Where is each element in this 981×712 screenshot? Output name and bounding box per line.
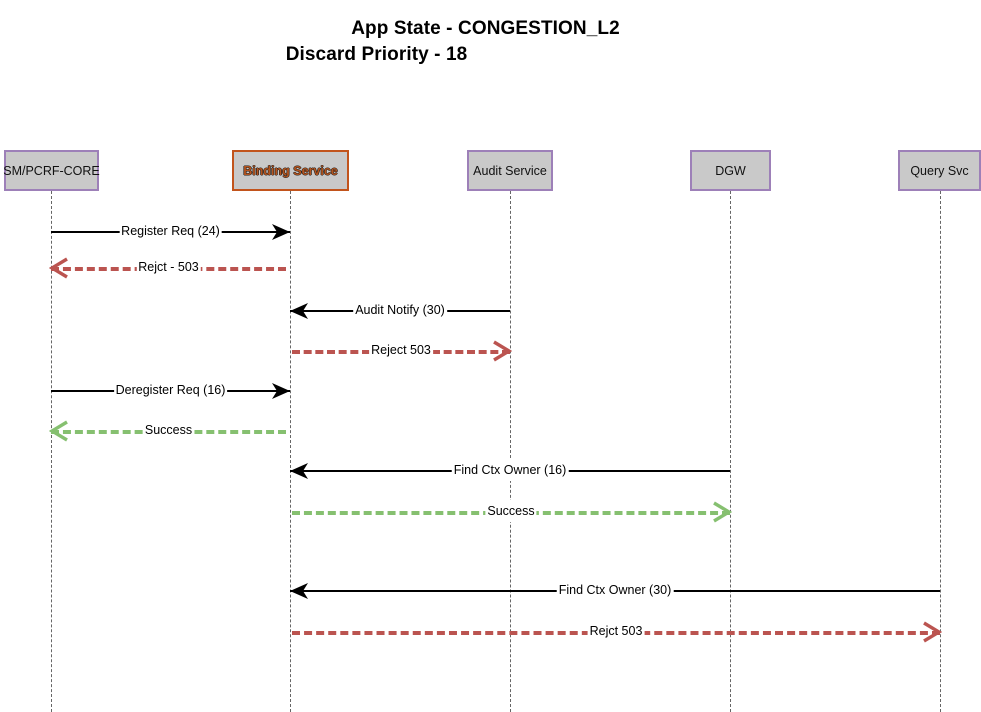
message-rejct-503-to-sm[interactable]: Rejct - 503 — [49, 256, 286, 280]
message-deregister-req[interactable]: Deregister Req (16) — [51, 379, 290, 403]
message-register-req[interactable]: Register Req (24) — [51, 220, 290, 244]
message-reject-503-to-audit[interactable]: Reject 503 — [292, 339, 512, 363]
message-label-audit-notify: Audit Notify (30) — [353, 299, 447, 321]
arrowhead-left-icon — [288, 299, 312, 323]
title-line-1: App State - CONGESTION_L2 — [351, 18, 620, 39]
arrowhead-right-icon — [268, 220, 292, 244]
lifeline-binding-service — [290, 191, 291, 712]
message-audit-notify[interactable]: Audit Notify (30) — [290, 299, 510, 323]
message-find-ctx-owner-30[interactable]: Find Ctx Owner (30) — [290, 579, 940, 603]
arrowhead-right-icon — [268, 379, 292, 403]
arrowhead-left-icon — [49, 419, 73, 443]
message-label-deregister-req: Deregister Req (16) — [113, 379, 228, 401]
message-label-rejct-503-to-sm: Rejct - 503 — [136, 256, 201, 278]
participant-audit-service[interactable]: Audit Service — [467, 150, 553, 191]
participant-label-query-svc: Query Svc — [910, 163, 969, 178]
message-label-rejct-503-to-query: Rejct 503 — [587, 620, 645, 642]
message-label-success-to-sm: Success — [142, 419, 195, 441]
diagram-title: App State - CONGESTION_L2 Discard Priori… — [0, 16, 981, 68]
message-success-to-dgw[interactable]: Success — [292, 500, 732, 524]
message-label-find-ctx-owner-30: Find Ctx Owner (30) — [556, 579, 674, 601]
title-line-2: Discard Priority - 18 — [285, 44, 468, 65]
participant-label-audit-service: Audit Service — [473, 163, 547, 178]
arrowhead-right-icon — [918, 620, 942, 644]
participant-sm-pcrf-core[interactable]: SM/PCRF-CORE — [3, 150, 100, 191]
arrowhead-right-icon — [708, 500, 732, 524]
arrowhead-left-icon — [49, 256, 73, 280]
participant-binding-service[interactable]: Binding Service — [232, 150, 349, 191]
arrowhead-left-icon — [288, 459, 312, 483]
participant-label-dgw: DGW — [715, 163, 746, 178]
arrowhead-right-icon — [488, 339, 512, 363]
message-success-to-sm[interactable]: Success — [49, 419, 286, 443]
message-label-register-req: Register Req (24) — [119, 220, 222, 242]
message-label-success-to-dgw: Success — [485, 500, 537, 522]
participant-dgw[interactable]: DGW — [690, 150, 771, 191]
message-find-ctx-owner-16[interactable]: Find Ctx Owner (16) — [290, 459, 730, 483]
message-label-find-ctx-owner-16: Find Ctx Owner (16) — [451, 459, 569, 481]
lifeline-sm-pcrf-core — [51, 191, 52, 712]
participant-label-binding-service: Binding Service — [243, 163, 338, 178]
message-rejct-503-to-query[interactable]: Rejct 503 — [292, 620, 942, 644]
participant-query-svc[interactable]: Query Svc — [898, 150, 981, 191]
lifeline-query-svc — [940, 191, 941, 712]
participant-label-sm-pcrf-core: SM/PCRF-CORE — [3, 163, 100, 178]
message-label-reject-503-to-audit: Reject 503 — [369, 339, 433, 361]
lifeline-audit-service — [510, 191, 511, 712]
arrowhead-left-icon — [288, 579, 312, 603]
lifeline-dgw — [730, 191, 731, 712]
